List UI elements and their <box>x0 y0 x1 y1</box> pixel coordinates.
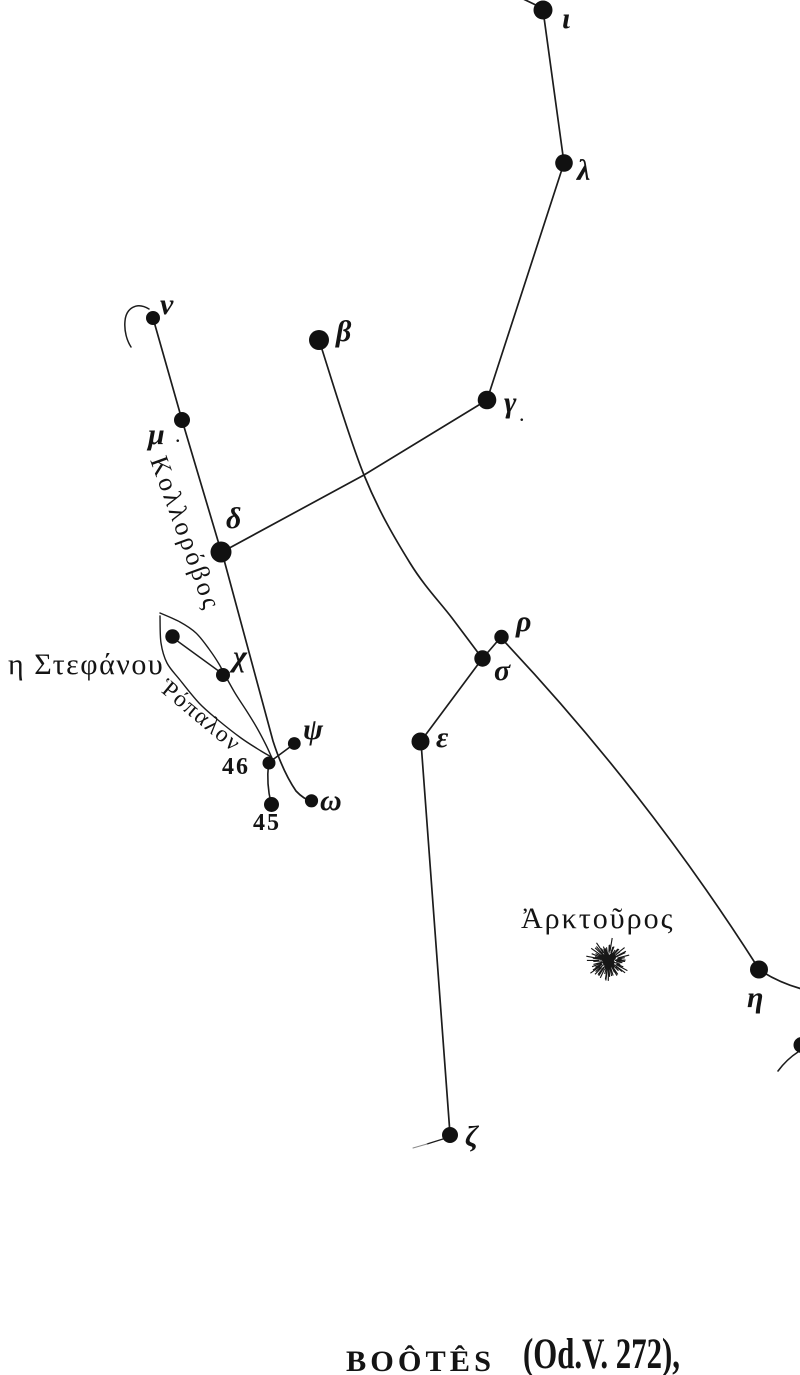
svg-text:46: 46 <box>222 754 250 780</box>
svg-text:η Στεφάνου: η Στεφάνου <box>8 648 164 681</box>
svg-text:Ἀρκτοῦρος: Ἀρκτοῦρος <box>521 902 675 935</box>
svg-text:.: . <box>175 422 181 447</box>
svg-text:ε: ε <box>436 721 449 754</box>
svg-text:χ: χ <box>229 640 248 673</box>
svg-text:BOÔTÊS: BOÔTÊS <box>346 1345 495 1375</box>
svg-text:.: . <box>519 401 525 426</box>
svg-text:μ: μ <box>146 418 165 451</box>
svg-text:ι: ι <box>562 2 570 35</box>
svg-text:(Od.V. 272),: (Od.V. 272), <box>523 1331 680 1375</box>
svg-text:η: η <box>747 981 763 1014</box>
svg-text:β: β <box>335 315 352 348</box>
svg-text:ψ: ψ <box>303 713 324 746</box>
svg-text:δ: δ <box>226 502 241 535</box>
svg-text:ν: ν <box>160 288 174 321</box>
svg-text:45: 45 <box>253 810 281 836</box>
svg-text:ζ: ζ <box>465 1120 480 1153</box>
svg-text:ρ: ρ <box>515 605 531 638</box>
svg-text:λ: λ <box>575 154 590 187</box>
svg-text:ω: ω <box>320 784 342 817</box>
svg-text:γ: γ <box>504 386 517 419</box>
svg-text:σ: σ <box>494 654 511 687</box>
